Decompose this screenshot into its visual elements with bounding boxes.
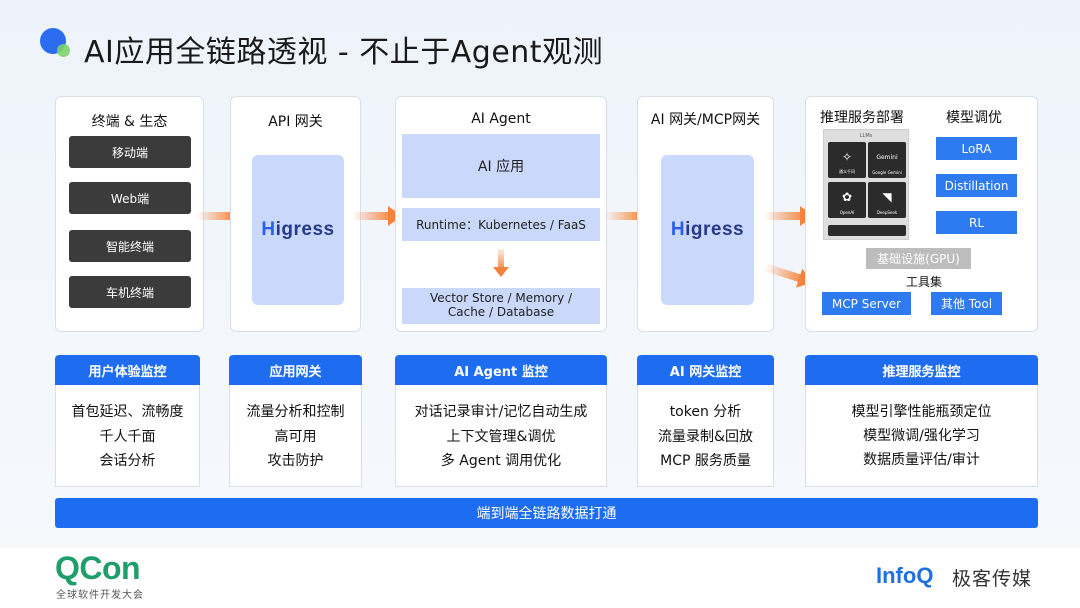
mon-item: 模型微调/强化学习 [863, 428, 980, 444]
higress-panel: Higress [252, 155, 344, 305]
infoq-logo: InfoQ [876, 563, 934, 588]
higress-logo: Higress [261, 219, 335, 240]
qcon-logo: QCon [55, 550, 141, 586]
mon-item: 对话记录审计/记忆自动生成 [414, 404, 588, 420]
mon-header-gateway: 应用网关 [229, 355, 362, 385]
ai-agent-title: AI Agent [471, 111, 531, 127]
infoq-brand: 极客传媒 [952, 568, 1033, 590]
ai-gateway-card: AI 网关/MCP网关 Higress [637, 96, 774, 332]
mon-header-agent: AI Agent 监控 [395, 355, 607, 385]
mon-header-ai-gateway: AI 网关监控 [637, 355, 774, 385]
mon-header-ux: 用户体验监控 [55, 355, 200, 385]
deploy-title: 推理服务部署 [820, 110, 904, 126]
mon-item: 上下文管理&调优 [446, 429, 556, 445]
mon-box-ai-gateway: token 分析 流量录制&回放 MCP 服务质量 [637, 385, 774, 487]
infra-gpu: 基础设施(GPU) [866, 248, 971, 269]
llm-tile-qwen: ✧通义千问 [828, 142, 866, 178]
deepseek-icon: ◥ [882, 190, 892, 204]
mon-item: 攻击防护 [267, 453, 324, 469]
terminal-mobile: 移动端 [69, 136, 191, 168]
openai-icon: ✿ [841, 190, 853, 204]
mon-item: 数据质量评估/审计 [863, 452, 980, 468]
mon-item: token 分析 [669, 404, 742, 420]
ai-app-block: AI 应用 [402, 134, 600, 198]
ai-gateway-title: AI 网关/MCP网关 [650, 112, 761, 128]
llms-title: LLMs [859, 133, 873, 139]
mon-box-gateway: 流量分析和控制 高可用 攻击防护 [229, 385, 362, 487]
mon-header-inference: 推理服务监控 [805, 355, 1038, 385]
mon-item: 多 Agent 调用优化 [440, 453, 562, 469]
gemini-icon: Gemini [876, 154, 898, 161]
higress-logo: Higress [670, 219, 745, 240]
mon-item: 首包延迟、流畅度 [71, 404, 184, 420]
tuning-title: 模型调优 [946, 110, 1002, 126]
mon-item: 流量分析和控制 [246, 404, 345, 420]
runtime-block: Runtime：Kubernetes / FaaS [402, 208, 600, 241]
api-gateway-card: API 网关 Higress [230, 96, 361, 332]
qwen-icon: ✧ [841, 150, 853, 164]
footer [0, 548, 1080, 608]
end-to-end-bar: 端到端全链路数据打通 [55, 498, 1038, 528]
tuning-distillation: Distillation [936, 174, 1017, 197]
flow-down-arrow [493, 249, 509, 277]
mon-item: 模型引擎性能瓶颈定位 [851, 404, 992, 420]
mon-item: 会话分析 [99, 453, 156, 469]
mon-item: 高可用 [274, 429, 317, 445]
tool-other: 其他 Tool [931, 292, 1002, 315]
mon-item: MCP 服务质量 [660, 453, 751, 469]
tool-mcp-server: MCP Server [822, 292, 911, 315]
api-gateway-title: API 网关 [268, 114, 323, 130]
tools-title: 工具集 [906, 275, 943, 289]
mon-item: 千人千面 [99, 429, 156, 445]
mon-item: 流量录制&回放 [658, 429, 753, 445]
storage-block: Vector Store / Memory / Cache / Database [402, 288, 600, 324]
qcon-subtitle: 全球软件开发大会 [56, 590, 144, 601]
tuning-lora: LoRA [936, 137, 1017, 160]
terminal-vehicle: 车机终端 [69, 276, 191, 308]
ai-agent-card: AI Agent AI 应用 Runtime：Kubernetes / FaaS… [395, 96, 607, 332]
mon-box-ux: 首包延迟、流畅度 千人千面 会话分析 [55, 385, 200, 487]
mon-box-inference: 模型引擎性能瓶颈定位 模型微调/强化学习 数据质量评估/审计 [805, 385, 1038, 487]
page-title: AI应用全链路透视 - 不止于Agent观测 [84, 35, 604, 70]
terminals-title: 终端 & 生态 [91, 114, 168, 130]
llm-tile-deepseek: ◥DeepSeek [868, 182, 906, 218]
mon-box-agent: 对话记录审计/记忆自动生成 上下文管理&调优 多 Agent 调用优化 [395, 385, 607, 487]
title-bullet-icon [40, 28, 70, 58]
llm-more-bar [828, 225, 906, 236]
tuning-rl: RL [936, 211, 1017, 234]
terminal-smart: 智能终端 [69, 230, 191, 262]
higress-panel: Higress [661, 155, 754, 305]
terminals-card: 终端 & 生态 移动端 Web端 智能终端 车机终端 [55, 96, 204, 332]
terminal-web: Web端 [69, 182, 191, 214]
llm-tile-openai: ✿OpenAI [828, 182, 866, 218]
